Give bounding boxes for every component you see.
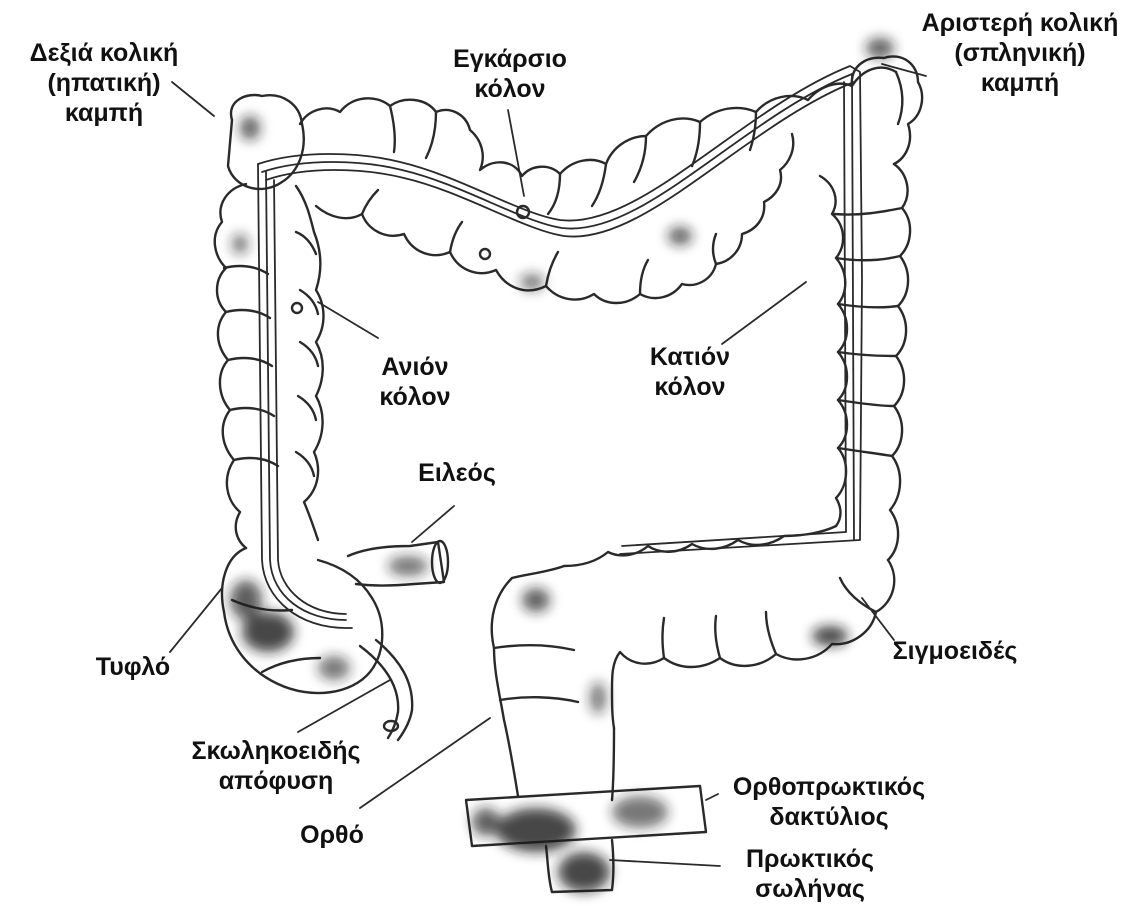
label-splenic-flexure: Αριστερή κολική (σπληνική) καμπή [900, 8, 1140, 98]
label-appendix: Σκωληκοειδής απόφυση [166, 736, 386, 796]
label-cecum: Τυφλό [78, 652, 188, 682]
label-sigmoid: Σιγμοειδές [880, 636, 1030, 666]
label-rectum: Ορθό [292, 820, 372, 850]
ascending-colon-inner-wall [296, 186, 324, 540]
label-ileum: Ειλεός [402, 458, 512, 488]
label-transverse-colon: Εγκάρσιο κόλον [430, 44, 590, 104]
rectum-left-wall [492, 578, 518, 796]
sigmoid-colon-inner-wall [512, 526, 836, 578]
rectum-right-wall [612, 728, 614, 800]
cecum-body [222, 548, 382, 693]
label-anal-canal: Πρωκτικός σωλήνας [720, 844, 900, 904]
label-ascending-colon: Ανιόν κόλον [360, 352, 470, 412]
appendix-tube [360, 646, 398, 738]
sigmoid-colon-outer-wall [612, 560, 894, 728]
label-descending-colon: Κατιόν κόλον [630, 342, 750, 402]
label-hepatic-flexure: Δεξιά κολική (ηπατική) καμπή [6, 38, 202, 128]
descending-colon-outer-wall [888, 164, 910, 560]
label-anorectal-ring: Ορθοπρωκτικός δακτύλιος [714, 772, 944, 832]
descending-colon-inner-wall [820, 176, 847, 526]
